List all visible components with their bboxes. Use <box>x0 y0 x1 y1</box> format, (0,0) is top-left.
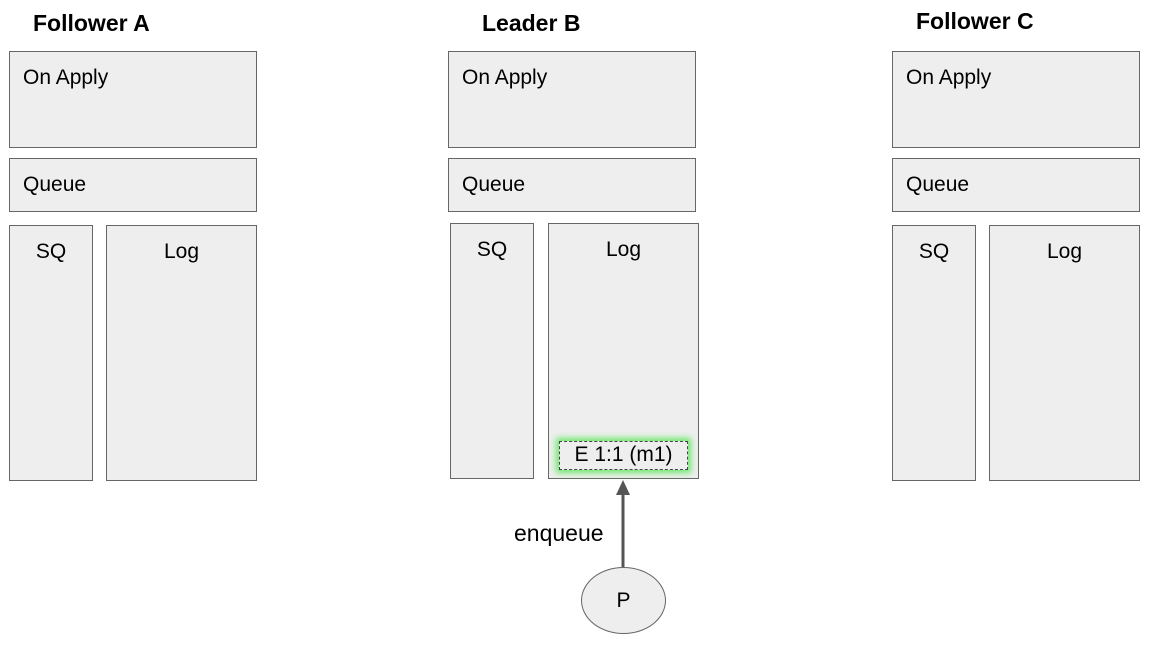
log-label: Log <box>1046 240 1083 263</box>
leader-b-title: Leader B <box>482 10 581 36</box>
on-apply-label: On Apply <box>462 66 548 89</box>
leader-b-sq-box: SQ <box>450 223 534 479</box>
on-apply-label: On Apply <box>23 66 109 89</box>
queue-label: Queue <box>462 173 526 196</box>
follower-a-sq-box: SQ <box>9 225 93 481</box>
follower-a-queue-box: Queue <box>9 158 257 212</box>
producer-label: P <box>616 589 631 612</box>
follower-a-log-box: Log <box>106 225 257 481</box>
enqueue-label: enqueue <box>514 520 604 546</box>
log-label: Log <box>163 240 200 263</box>
follower-c-sq-box: SQ <box>892 225 976 481</box>
sq-label: SQ <box>918 240 950 263</box>
log-label: Log <box>605 238 642 261</box>
leader-b-on-apply-box: On Apply <box>448 51 696 148</box>
follower-a-on-apply-box: On Apply <box>9 51 257 148</box>
leader-b-log-box: Log <box>548 223 699 479</box>
follower-a-title: Follower A <box>33 10 150 36</box>
leader-b-queue-box: Queue <box>448 158 696 212</box>
queue-label: Queue <box>23 173 87 196</box>
producer-node: P <box>581 567 666 634</box>
log-entry-e1-1: E 1:1 (m1) <box>559 441 688 470</box>
follower-c-on-apply-box: On Apply <box>892 51 1140 148</box>
follower-c-log-box: Log <box>989 225 1140 481</box>
sq-label: SQ <box>35 240 67 263</box>
arrow-head <box>616 480 630 495</box>
follower-c-title: Follower C <box>916 8 1034 34</box>
sq-label: SQ <box>476 238 508 261</box>
queue-label: Queue <box>906 173 970 196</box>
on-apply-label: On Apply <box>906 66 992 89</box>
follower-c-queue-box: Queue <box>892 158 1140 212</box>
